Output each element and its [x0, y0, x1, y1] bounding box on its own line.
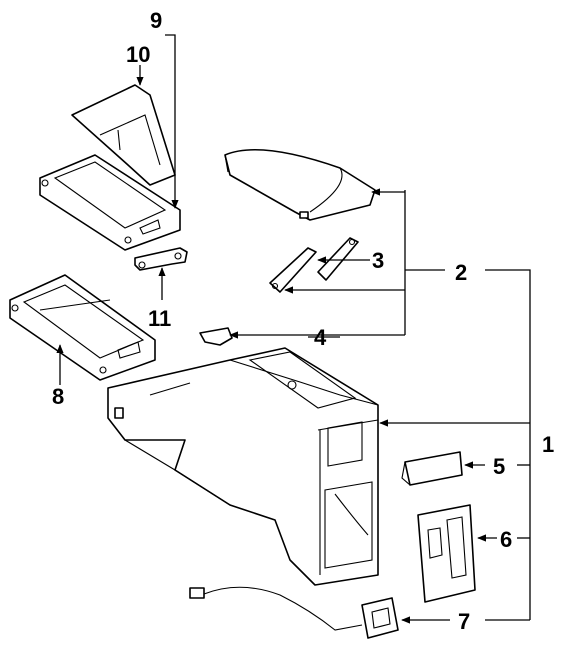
- lid-hinge-part: [269, 237, 359, 293]
- switch-part: [401, 451, 463, 486]
- callout-2: 2: [455, 260, 467, 285]
- bracket-part: [134, 247, 188, 271]
- indicator-plate-part: [417, 504, 476, 603]
- leader-lines: [56, 34, 531, 624]
- callout-3: 3: [372, 248, 384, 273]
- latch-part: [199, 327, 233, 346]
- armrest-lid-part: [224, 148, 376, 221]
- ashtray-bezel-part: [9, 274, 156, 381]
- callout-4: 4: [314, 325, 327, 350]
- callout-1: 1: [542, 432, 554, 457]
- callout-7: 7: [458, 609, 470, 634]
- callout-11: 11: [148, 306, 171, 331]
- shift-bezel-part: [39, 154, 181, 251]
- callout-9: 9: [150, 8, 162, 33]
- callout-6: 6: [500, 527, 512, 552]
- callout-5: 5: [493, 454, 505, 479]
- console-body-part: [107, 347, 379, 586]
- callout-8: 8: [52, 384, 64, 409]
- harness-part: [189, 586, 399, 639]
- callout-10: 10: [126, 42, 150, 67]
